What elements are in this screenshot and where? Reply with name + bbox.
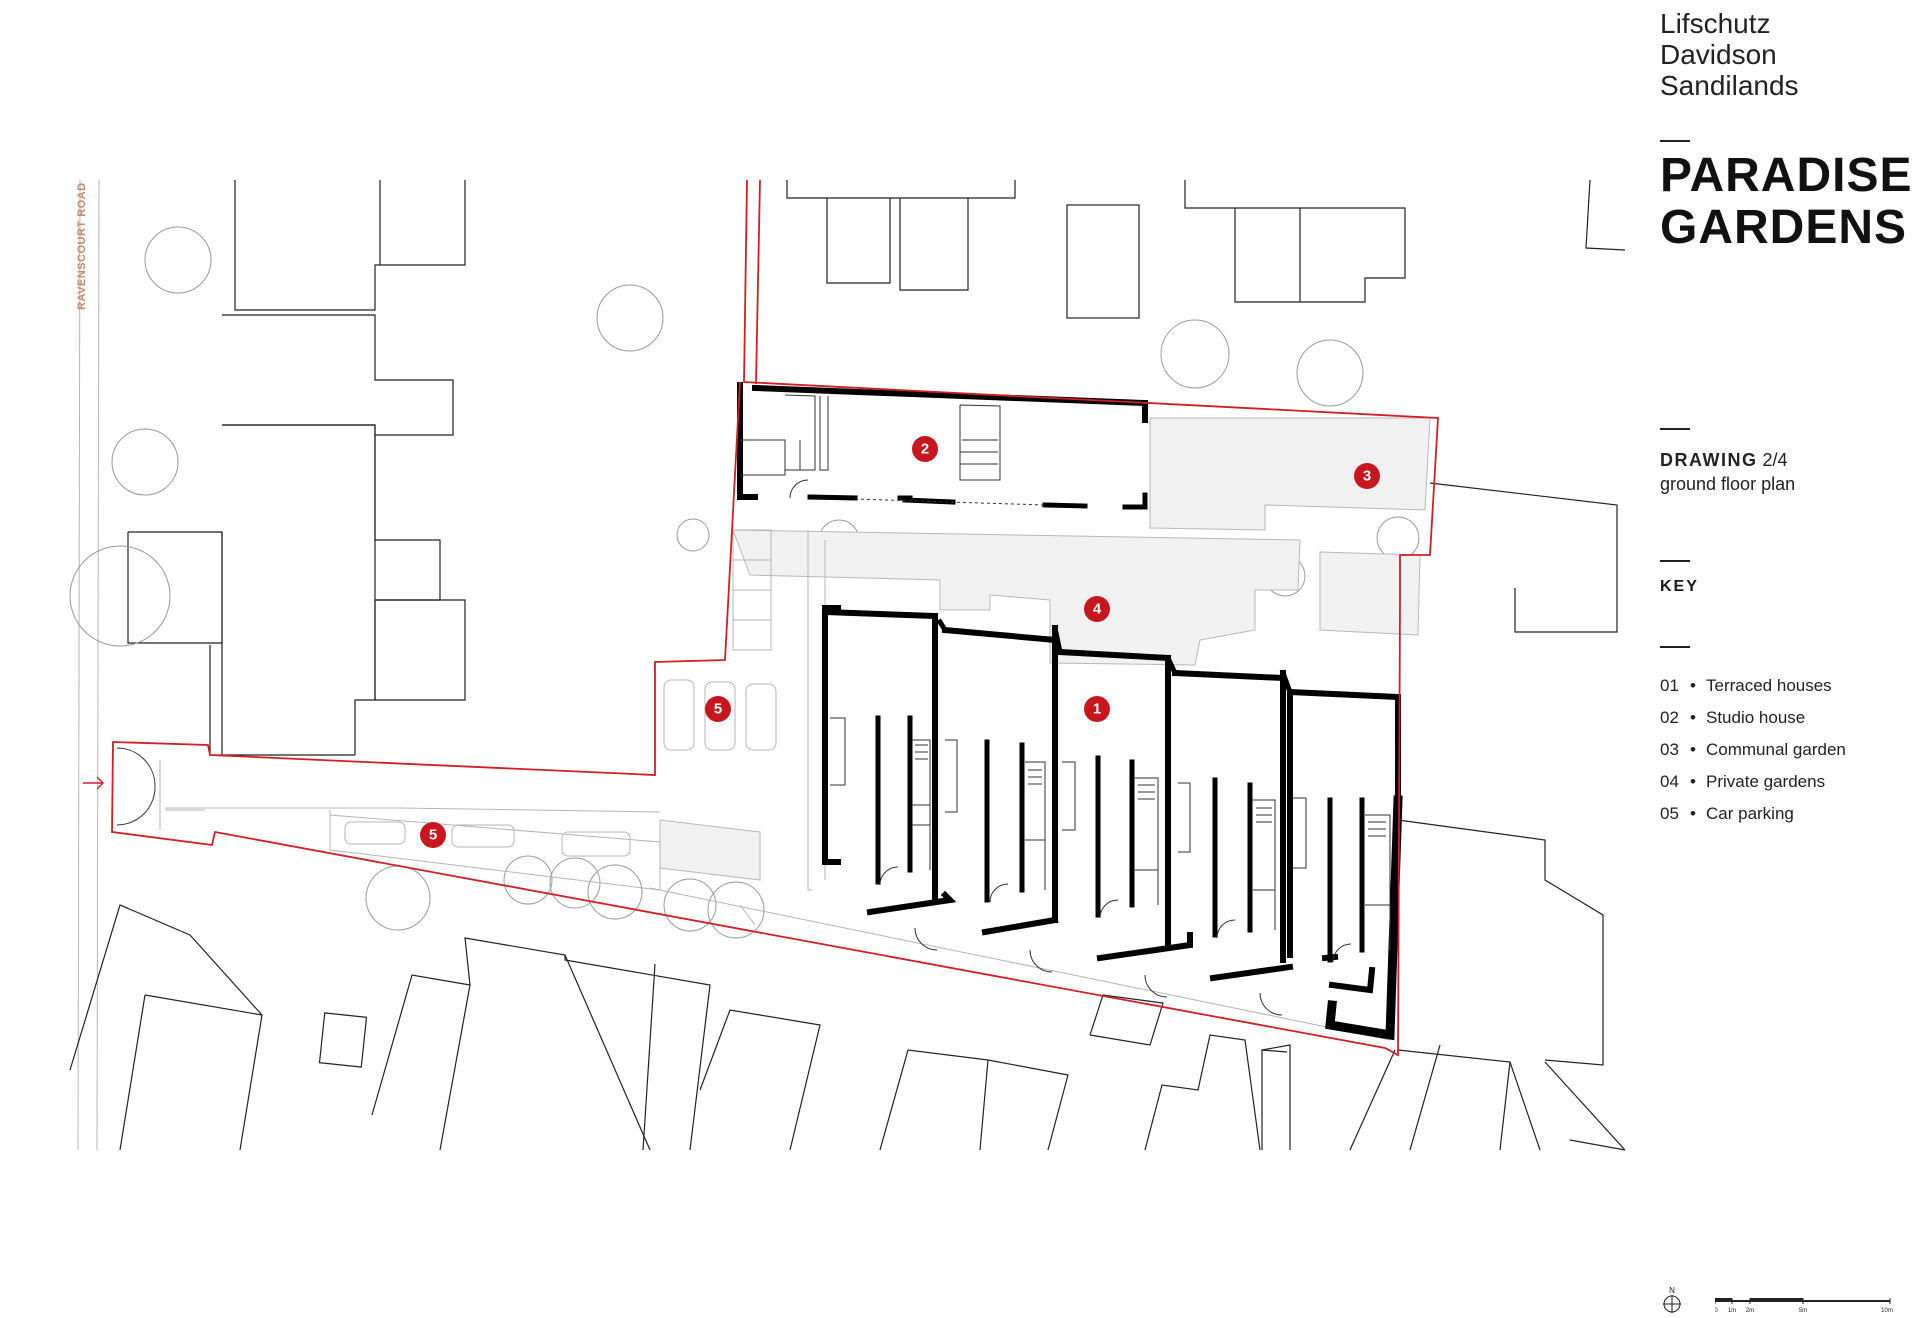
context-buildings <box>69 179 1626 1151</box>
divider <box>1660 140 1690 142</box>
divider <box>1660 560 1690 562</box>
road-edges <box>77 179 100 1151</box>
svg-text:2m: 2m <box>1746 1308 1754 1314</box>
svg-text:1m: 1m <box>1728 1308 1736 1314</box>
drawing-number: 2/4 <box>1762 450 1788 470</box>
key-item: 05•Car parking <box>1660 804 1794 823</box>
drawing-label: DRAWING <box>1660 450 1758 470</box>
stairs <box>915 744 1386 837</box>
marker-3: 3 <box>1354 463 1380 489</box>
marker-1: 1 <box>1084 696 1110 722</box>
svg-text:5m: 5m <box>1799 1308 1807 1314</box>
site-boundary-west-edge <box>755 179 761 385</box>
key-heading: KEY <box>1660 578 1699 595</box>
entrance-gate <box>116 747 156 826</box>
key-list: 01•Terraced houses 02•Studio house 03•Co… <box>1660 670 1846 830</box>
key-item: 03•Communal garden <box>1660 740 1846 759</box>
svg-text:5: 5 <box>714 701 722 718</box>
svg-text:5: 5 <box>429 827 437 844</box>
terraced-houses <box>821 605 1403 1041</box>
marker-5-driveway: 5 <box>420 822 446 848</box>
road-label: RAVENSCOURT ROAD <box>76 182 88 310</box>
divider <box>1660 646 1690 648</box>
marker-4: 4 <box>1084 596 1110 622</box>
svg-text:1: 1 <box>1093 701 1101 718</box>
key-item: 04•Private gardens <box>1660 772 1826 791</box>
site-features <box>159 529 1391 1041</box>
key-item: 01•Terraced houses <box>1660 676 1832 695</box>
drawing-description: ground floor plan <box>1660 474 1796 494</box>
key-item: 02•Studio house <box>1660 708 1806 727</box>
drawing-info: DRAWING 2/4 ground floor plan <box>1660 448 1795 496</box>
svg-text:4: 4 <box>1093 601 1102 618</box>
svg-text:2: 2 <box>921 441 929 458</box>
project-title: PARADISE GARDENS <box>1660 149 1913 254</box>
divider <box>1660 428 1690 430</box>
title-block: Lifschutz Davidson Sandilands PARADISE G… <box>1660 0 1920 1318</box>
svg-text:N: N <box>1669 1286 1675 1295</box>
marker-5-parking: 5 <box>705 696 731 722</box>
landscape-areas <box>659 417 1431 881</box>
trees <box>69 226 1420 939</box>
marker-2: 2 <box>912 436 938 462</box>
svg-text:3: 3 <box>1363 468 1371 485</box>
svg-text:10m: 10m <box>1881 1308 1893 1314</box>
studio-house <box>737 382 1148 510</box>
site-boundary <box>111 179 1439 1057</box>
north-arrow-icon: N <box>1663 1286 1681 1313</box>
entrance-arrow-icon <box>83 776 104 790</box>
practice-name: Lifschutz Davidson Sandilands <box>1660 8 1799 101</box>
scale-bar: 0 1m 2m 5m 10m <box>1715 1298 1893 1314</box>
svg-text:0: 0 <box>1715 1308 1718 1314</box>
